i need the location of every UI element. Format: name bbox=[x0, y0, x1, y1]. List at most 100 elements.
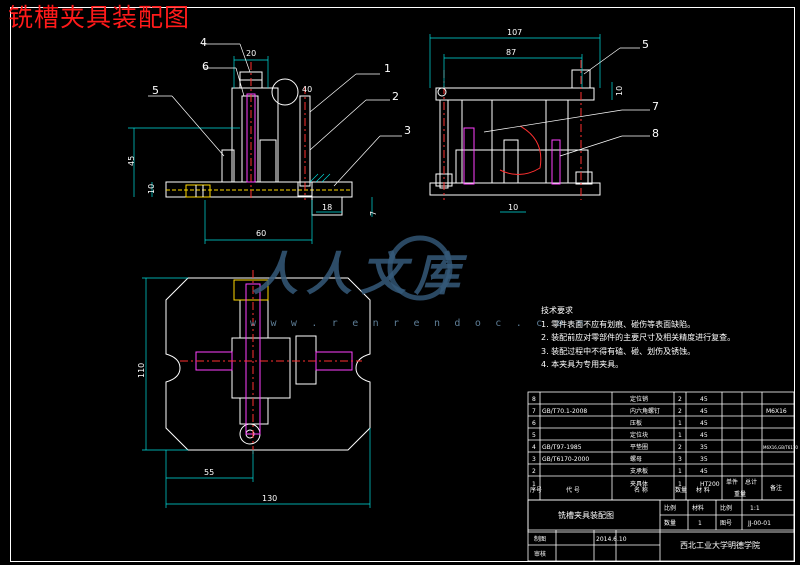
top-view bbox=[142, 270, 371, 508]
watermark-brand: 人人文库 bbox=[252, 247, 468, 301]
tb-drawing-name: 铣槽夹具装配图 bbox=[558, 510, 614, 520]
svg-text:2: 2 bbox=[678, 408, 682, 415]
dim-10: 10 bbox=[147, 184, 156, 194]
locating-block bbox=[259, 139, 277, 183]
page-title: 铣槽夹具装配图 bbox=[8, 3, 191, 32]
svg-text:单件: 单件 bbox=[726, 478, 738, 486]
svg-text:重量: 重量 bbox=[734, 490, 746, 498]
svg-text:HT200: HT200 bbox=[700, 481, 720, 488]
body-outline bbox=[165, 277, 371, 451]
svg-text:数量: 数量 bbox=[675, 486, 687, 494]
svg-text:35: 35 bbox=[700, 456, 708, 463]
svg-text:材 料: 材 料 bbox=[696, 486, 710, 494]
svg-text:1: 1 bbox=[532, 481, 536, 488]
svg-text:定位块: 定位块 bbox=[630, 431, 648, 439]
svg-text:1: 1 bbox=[678, 432, 682, 439]
svg-text:审核: 审核 bbox=[534, 550, 546, 558]
svg-text:1:1: 1:1 bbox=[750, 505, 760, 512]
stud bbox=[246, 93, 256, 183]
balloon-2: 2 bbox=[392, 90, 399, 103]
balloon-5: 5 bbox=[152, 84, 159, 97]
svg-text:GB/T6170-2000: GB/T6170-2000 bbox=[542, 456, 589, 463]
svg-text:比例: 比例 bbox=[664, 504, 676, 512]
svg-text:4: 4 bbox=[532, 444, 536, 451]
drawing-border bbox=[10, 7, 795, 562]
svg-text:1: 1 bbox=[678, 481, 682, 488]
svg-text:代 号: 代 号 bbox=[566, 486, 580, 494]
tech-req-item: 3. 装配过程中不得有磕、碰、划伤及锈蚀。 bbox=[541, 346, 696, 356]
dim-60: 60 bbox=[256, 229, 266, 238]
svg-text:5: 5 bbox=[532, 432, 536, 439]
balloon-6: 6 bbox=[202, 60, 209, 73]
dim-10-side: 10 bbox=[615, 86, 624, 96]
svg-text:45: 45 bbox=[700, 396, 708, 403]
balloon-5-side: 5 bbox=[642, 38, 649, 51]
watermark-url: w w w . r e n r e n d o c . c o m bbox=[250, 318, 588, 329]
svg-text:2: 2 bbox=[532, 468, 536, 475]
svg-text:3: 3 bbox=[532, 456, 536, 463]
balloon-1: 1 bbox=[384, 62, 391, 75]
svg-text:GB/T70.1-2008: GB/T70.1-2008 bbox=[542, 408, 587, 415]
dim-7: 7 bbox=[369, 211, 378, 216]
svg-text:2: 2 bbox=[678, 444, 682, 451]
svg-text:1: 1 bbox=[698, 520, 702, 527]
svg-text:45: 45 bbox=[700, 468, 708, 475]
svg-text:8: 8 bbox=[532, 396, 536, 403]
dim-10-bottom: 10 bbox=[508, 203, 518, 212]
svg-text:序号: 序号 bbox=[530, 486, 542, 494]
svg-text:定位销: 定位销 bbox=[630, 395, 648, 403]
balloon-7: 7 bbox=[652, 100, 659, 113]
svg-text:1: 1 bbox=[678, 468, 682, 475]
svg-text:45: 45 bbox=[700, 420, 708, 427]
side-plate bbox=[221, 149, 235, 183]
svg-text:备注: 备注 bbox=[770, 484, 782, 492]
clamp-plate bbox=[435, 87, 595, 101]
svg-text:总计: 总计 bbox=[745, 478, 757, 486]
svg-text:制图: 制图 bbox=[534, 535, 546, 543]
dim-55: 55 bbox=[204, 468, 214, 477]
dim-130: 130 bbox=[262, 494, 277, 503]
tb-school: 西北工业大学明德学院 bbox=[680, 540, 760, 550]
center-block bbox=[231, 337, 291, 399]
side-view bbox=[429, 34, 650, 213]
balloon-4: 4 bbox=[200, 36, 207, 49]
svg-text:3: 3 bbox=[678, 456, 682, 463]
svg-text:数量: 数量 bbox=[664, 519, 676, 527]
dimension-labels: 20 40 45 10 60 18 7 107 87 10 10 110 55 … bbox=[127, 28, 624, 503]
svg-text:2: 2 bbox=[678, 396, 682, 403]
tech-req-item: 4. 本夹具为专用夹具。 bbox=[541, 360, 624, 369]
dim-40: 40 bbox=[302, 85, 312, 94]
svg-text:GB/T97-1985: GB/T97-1985 bbox=[542, 444, 582, 451]
dim-110: 110 bbox=[137, 363, 146, 378]
svg-text:压板: 压板 bbox=[630, 419, 642, 427]
svg-text:2014.6.10: 2014.6.10 bbox=[596, 536, 627, 543]
dim-87: 87 bbox=[506, 48, 516, 57]
balloon-8: 8 bbox=[652, 127, 659, 140]
svg-text:45: 45 bbox=[700, 408, 708, 415]
svg-text:M6X16,GB/T6170: M6X16,GB/T6170 bbox=[763, 445, 798, 450]
front-view bbox=[128, 43, 402, 244]
part-balloons: 1 2 3 4 5 5 6 7 8 bbox=[152, 36, 659, 140]
svg-text:6: 6 bbox=[532, 420, 536, 427]
dim-20: 20 bbox=[246, 49, 256, 58]
technical-requirements: 技术要求 1. 零件表面不应有划痕、碰伤等表面缺陷。 2. 装配前应对零部件的主… bbox=[541, 304, 735, 372]
svg-text:比例: 比例 bbox=[720, 504, 732, 512]
column-slot bbox=[241, 95, 259, 183]
side-base bbox=[429, 182, 601, 196]
svg-text:材料: 材料 bbox=[692, 504, 704, 512]
svg-text:夹具体: 夹具体 bbox=[630, 480, 648, 488]
dim-107: 107 bbox=[507, 28, 522, 37]
svg-text:7: 7 bbox=[532, 408, 536, 415]
svg-text:支承板: 支承板 bbox=[630, 467, 648, 475]
svg-text:1: 1 bbox=[678, 420, 682, 427]
tech-req-heading: 技术要求 bbox=[541, 306, 573, 315]
svg-text:名 称: 名 称 bbox=[634, 486, 648, 494]
svg-text:45: 45 bbox=[700, 432, 708, 439]
svg-text:M6X16: M6X16 bbox=[766, 408, 787, 415]
tech-req-item: 1. 零件表面不应有划痕、碰伤等表面缺陷。 bbox=[541, 319, 696, 329]
svg-text:内六角螺钉: 内六角螺钉 bbox=[630, 407, 660, 415]
svg-text:图号: 图号 bbox=[720, 520, 732, 527]
